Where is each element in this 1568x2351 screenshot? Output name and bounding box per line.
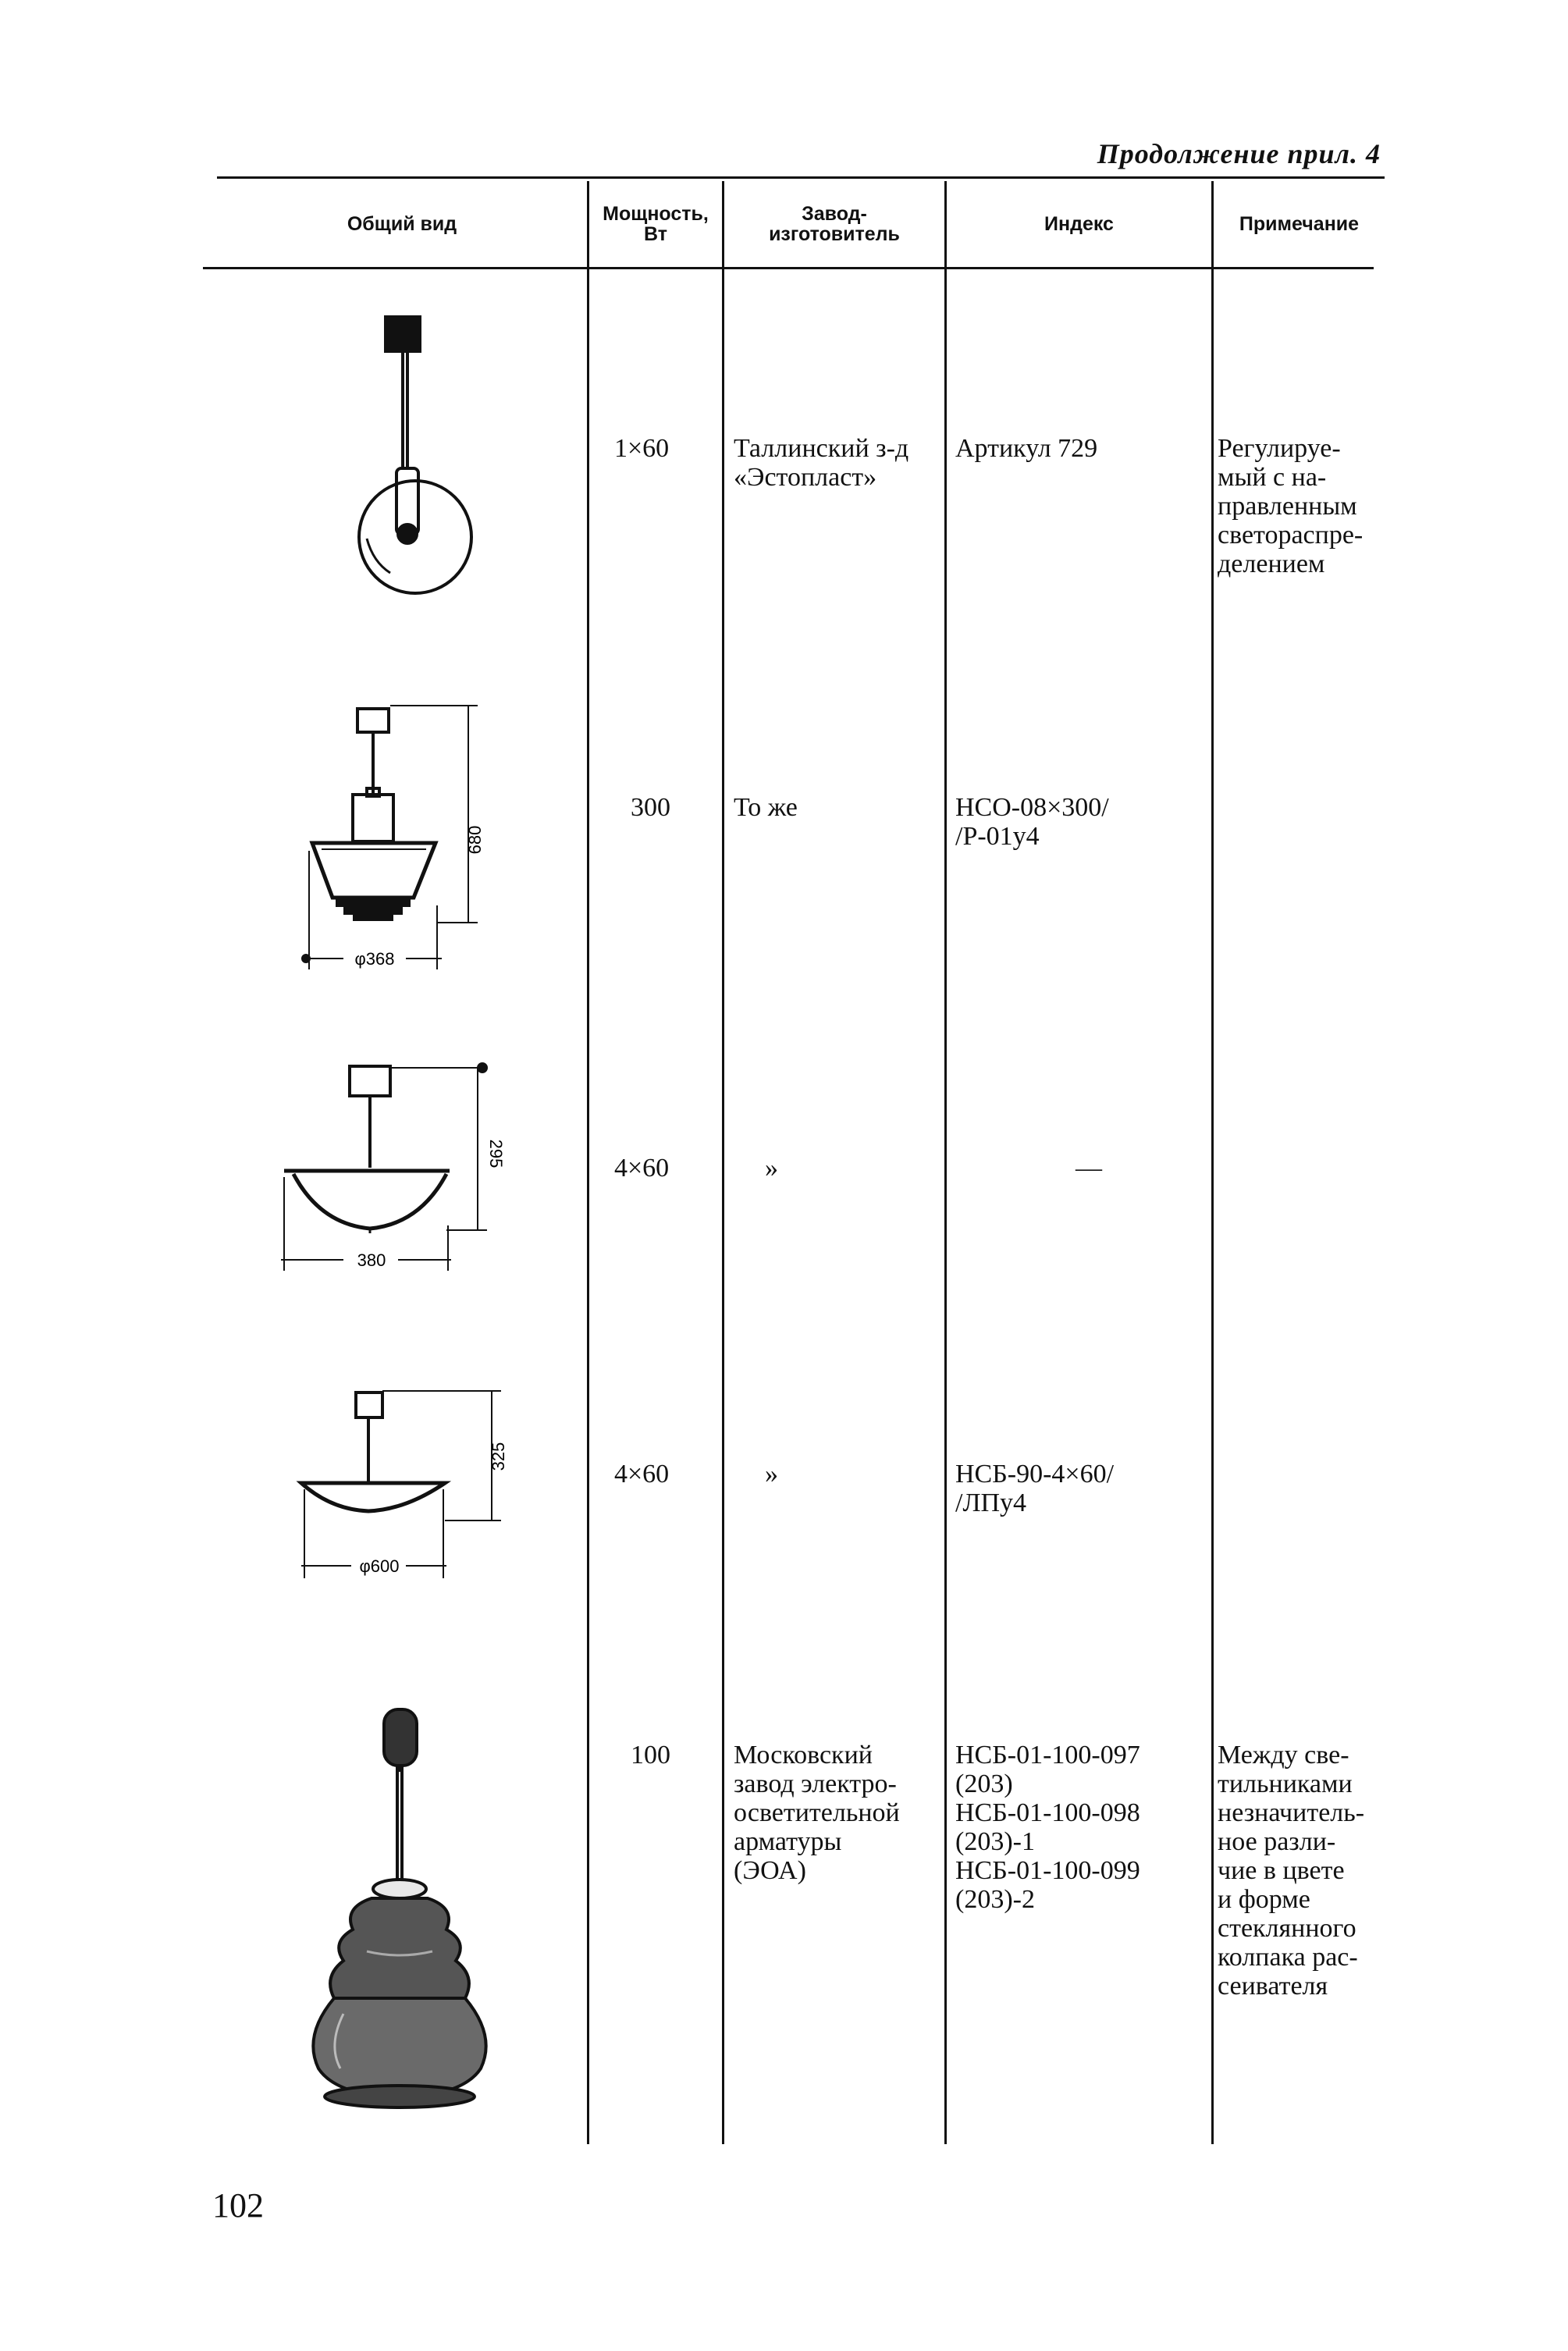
header-view: Общий вид: [347, 213, 457, 235]
column-divider-4: [1211, 181, 1214, 2144]
dim-row4-diameter: φ600: [360, 1556, 400, 1576]
glass-bell-pendant-icon: [311, 1708, 488, 2109]
row-5-maker: Московский завод электро- осветительной …: [734, 1741, 900, 1885]
column-divider-3: [944, 181, 947, 2144]
column-divider-1: [587, 181, 589, 2144]
row-5-index: НСБ-01-100-097 (203) НСБ-01-100-098 (203…: [955, 1741, 1140, 1914]
row-3-maker: »: [765, 1154, 778, 1183]
row-5-power: 100: [631, 1741, 670, 1769]
dim-row2-diameter: φ368: [355, 949, 395, 969]
row-1-power: 1×60: [614, 434, 670, 463]
row-2-maker: То же: [734, 793, 798, 822]
running-head: Продолжение прил. 4: [1097, 138, 1381, 169]
bowl-pendant-lamp-icon: [281, 1062, 488, 1271]
header-top-rule: [217, 176, 1385, 179]
row-4-maker: »: [765, 1460, 778, 1488]
row-1-maker: Таллинский з-д «Эстопласт»: [734, 434, 909, 492]
row-2-power: 300: [631, 793, 670, 822]
dim-row4-height: 325: [489, 1442, 508, 1471]
dim-row3-height: 295: [486, 1140, 506, 1168]
column-divider-2: [722, 181, 724, 2144]
header-bottom-rule: [203, 267, 1374, 269]
page-number: 102: [212, 2186, 264, 2225]
row-1-note: Регулируе- мый с на- правленным светорас…: [1218, 434, 1364, 578]
dim-row2-height: 680: [465, 826, 485, 855]
header-power: Мощность,Вт: [603, 203, 709, 245]
row-4-index: НСБ-90-4×60/ /ЛПу4: [955, 1460, 1115, 1517]
row-2-index: НСО-08×300/ /Р-01у4: [955, 793, 1109, 851]
header-maker: Завод-изготовитель: [769, 203, 900, 245]
dim-row3-width: 380: [357, 1250, 386, 1270]
tiered-shade-pendant-icon: [301, 705, 478, 969]
shallow-bowl-pendant-icon: [296, 1390, 501, 1578]
header-index: Индекс: [1044, 213, 1114, 235]
swivel-pendant-lamp-icon: [357, 315, 473, 595]
row-1-index: Артикул 729: [955, 434, 1098, 463]
row-4-power: 4×60: [614, 1460, 670, 1488]
header-note: Примечание: [1239, 213, 1360, 235]
row-5-note: Между све- тильниками незначитель- ное р…: [1218, 1741, 1365, 2001]
row-3-power: 4×60: [614, 1154, 670, 1183]
row-3-index: —: [1076, 1154, 1102, 1183]
